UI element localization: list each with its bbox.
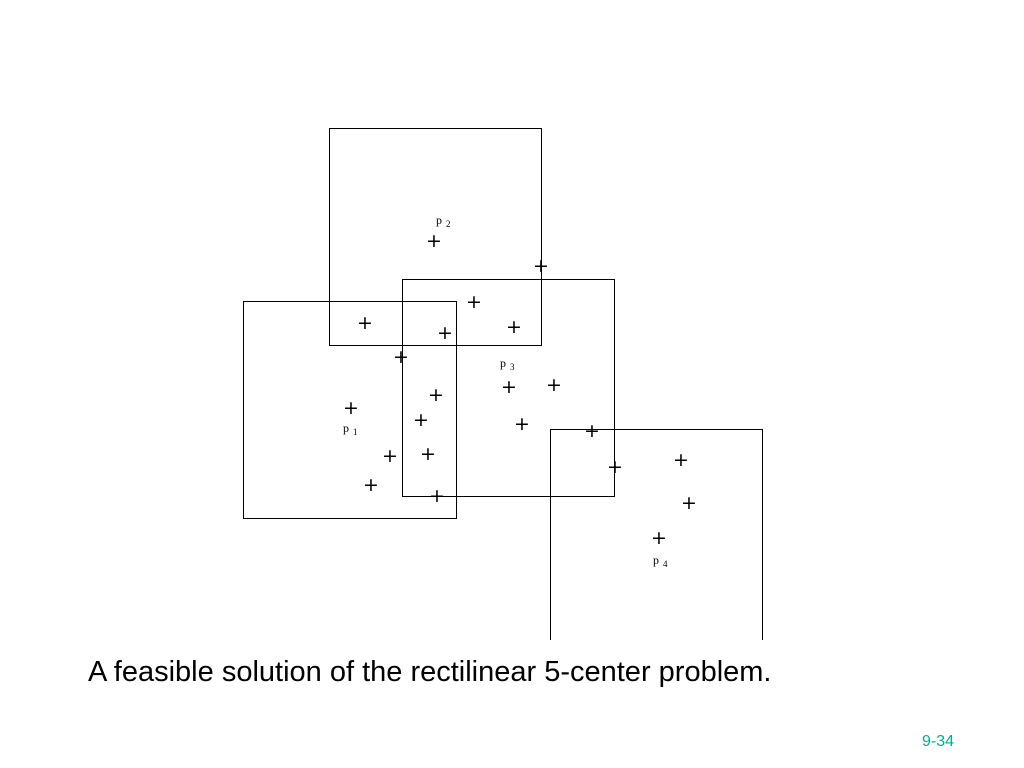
covering-square (550, 429, 763, 640)
svg-text:p: p (653, 553, 659, 567)
point-marker: + (343, 397, 359, 419)
point-marker: + (501, 376, 517, 398)
svg-text:3: 3 (510, 362, 515, 372)
covering-square (402, 279, 615, 497)
point-marker: + (533, 255, 549, 277)
page-number: 9-34 (922, 733, 955, 750)
svg-text:p: p (436, 213, 442, 227)
point-marker: + (546, 374, 562, 396)
point-marker: + (673, 449, 689, 471)
point-marker: + (584, 420, 600, 442)
svg-text:p: p (343, 421, 349, 435)
covering-square (329, 128, 542, 346)
point-marker: + (607, 456, 623, 478)
point-marker: + (651, 527, 667, 549)
point-marker: + (382, 445, 398, 467)
point-marker: + (413, 409, 429, 431)
point-marker: + (363, 474, 379, 496)
covering-square (243, 301, 457, 519)
point-marker: + (506, 316, 522, 338)
point-marker: + (428, 384, 444, 406)
point-marker: + (466, 291, 482, 313)
caption: A feasible solution of the rectilinear 5… (88, 656, 772, 688)
point-marker: + (420, 443, 436, 465)
point-marker: + (437, 322, 453, 344)
point-marker: + (357, 312, 373, 334)
point-marker: + (681, 492, 697, 514)
point-marker: + (393, 346, 409, 368)
svg-text:2: 2 (446, 219, 451, 229)
point-marker: + (514, 413, 530, 435)
svg-text:4: 4 (663, 559, 668, 569)
point-marker: + (426, 230, 442, 252)
point-marker: + (429, 485, 445, 507)
svg-text:1: 1 (353, 427, 358, 437)
svg-text:p: p (500, 356, 506, 370)
